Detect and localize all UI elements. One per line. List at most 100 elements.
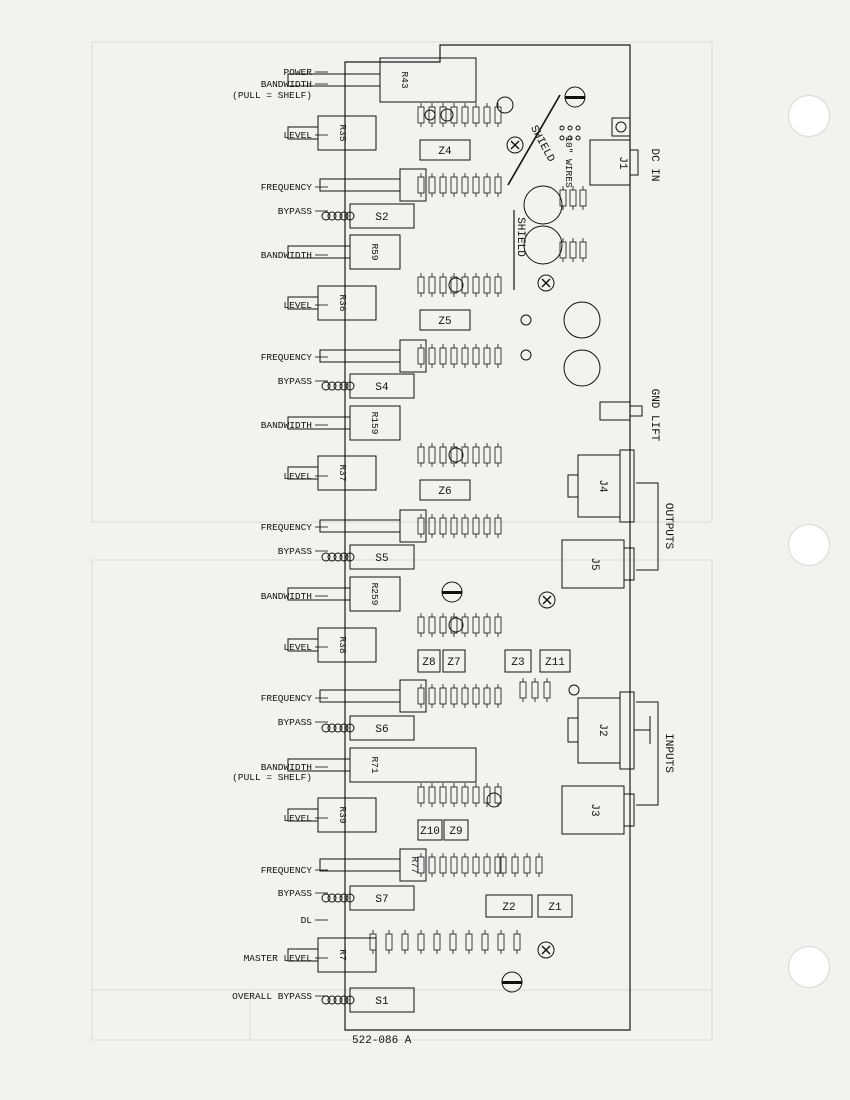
label-frequency-2: FREQUENCY xyxy=(261,352,313,363)
pot-r59 xyxy=(287,234,401,270)
pot-r159 xyxy=(287,405,401,441)
ic-label-z4: Z4 xyxy=(438,146,452,158)
ic-label-z3: Z3 xyxy=(511,657,524,669)
label-master-level: MASTER LEVEL xyxy=(244,953,313,964)
frequency-pot-4 xyxy=(319,679,427,713)
screw-terminal xyxy=(611,117,631,137)
ic-label-z10: Z10 xyxy=(420,826,440,838)
electrolytic-cap-3 xyxy=(563,301,601,339)
pot-label-r35: R35 xyxy=(337,124,348,141)
pot-label-r38: R38 xyxy=(337,636,348,653)
ic-z8 xyxy=(417,649,441,673)
ic-z3 xyxy=(504,649,532,673)
electrolytic-cap-2 xyxy=(523,225,563,265)
switch-label-s5: S5 xyxy=(375,553,388,565)
potentiometers xyxy=(287,57,477,973)
label-outputs: OUTPUTS xyxy=(662,503,674,550)
switch-label-s2: S2 xyxy=(375,212,388,224)
pot-r38 xyxy=(287,627,377,663)
label-dc-in: DC IN xyxy=(648,148,660,181)
binder-hole-middle xyxy=(788,524,830,566)
jack-j4 xyxy=(567,449,635,523)
pot-label-r159: R159 xyxy=(369,412,380,435)
ic-z6 xyxy=(419,479,471,501)
label-level-5: LEVEL xyxy=(283,813,312,824)
integrated-circuits xyxy=(417,139,573,918)
label-wires: 10" WIRES xyxy=(563,136,574,188)
small-cap-4 xyxy=(448,447,464,463)
ic-label-z6: Z6 xyxy=(438,486,451,498)
switch-s7 xyxy=(321,885,415,911)
switch-s5 xyxy=(321,544,415,570)
pot-r71 xyxy=(287,747,477,783)
small-cap-5 xyxy=(448,617,464,633)
label-pull-shelf-top: (PULL = SHELF) xyxy=(232,90,312,101)
pot-label-r37: R37 xyxy=(337,464,348,481)
small-cap-1 xyxy=(496,96,514,114)
pot-label-r7: R7 xyxy=(337,949,348,960)
label-level-2: LEVEL xyxy=(283,300,312,311)
ic-z11 xyxy=(539,649,571,673)
pot-label-r43: R43 xyxy=(399,71,410,88)
label-bypass-1: BYPASS xyxy=(278,206,313,217)
pot-r259 xyxy=(287,576,401,612)
ic-z2 xyxy=(485,894,533,918)
frequency-pot-3 xyxy=(319,509,427,543)
text-labels: R43R35R59R36R159R37R259R38R71R39R7R77S2S… xyxy=(232,67,674,1047)
mounting-hole-3 xyxy=(538,591,556,609)
bleed-through-ghost xyxy=(91,41,713,1041)
label-bandwidth-1: BANDWIDTH xyxy=(261,250,312,261)
mounting-hole-4 xyxy=(537,941,555,959)
switch-label-s7: S7 xyxy=(375,894,388,906)
small-cap-3 xyxy=(448,277,464,293)
label-level-3: LEVEL xyxy=(283,471,312,482)
pot-r37 xyxy=(287,455,377,491)
label-level-4: LEVEL xyxy=(283,642,312,653)
jack-label-j2: J2 xyxy=(596,723,608,736)
mounting-hole-1 xyxy=(506,136,524,154)
switch-s1 xyxy=(321,987,415,1013)
ic-label-z1: Z1 xyxy=(548,902,562,914)
binder-hole-bottom xyxy=(788,946,830,988)
small-cap-6 xyxy=(486,792,502,808)
small-cap-10 xyxy=(424,109,436,121)
label-frequency-4: FREQUENCY xyxy=(261,693,313,704)
ic-label-z8: Z8 xyxy=(422,657,435,669)
label-bandwidth-3: BANDWIDTH xyxy=(261,591,312,602)
label-frequency-5: FREQUENCY xyxy=(261,865,313,876)
ic-z10 xyxy=(417,819,443,841)
electrolytic-cap-1 xyxy=(523,185,563,225)
label-level-1: LEVEL xyxy=(283,130,312,141)
jack-j5 xyxy=(561,539,635,589)
small-components xyxy=(369,103,587,954)
pot-label-r71: R71 xyxy=(369,756,380,773)
ic-z7 xyxy=(442,649,466,673)
label-bypass-2: BYPASS xyxy=(278,376,313,387)
label-power: POWER xyxy=(283,67,312,78)
jack-j2 xyxy=(567,691,651,770)
pot-label-r77: R77 xyxy=(409,856,420,873)
label-bypass-4: BYPASS xyxy=(278,717,313,728)
frequency-pot-1 xyxy=(319,168,427,202)
mounting-hardware xyxy=(506,117,631,959)
jack-j1 xyxy=(589,139,639,186)
label-bandwidth-bottom: BANDWIDTH xyxy=(261,762,312,773)
jack-j3 xyxy=(561,785,635,835)
pot-r36 xyxy=(287,285,377,321)
board-id: 522-086 A xyxy=(352,1035,412,1047)
ic-label-z2: Z2 xyxy=(502,902,515,914)
ic-label-z7: Z7 xyxy=(447,657,460,669)
switch-s4 xyxy=(321,373,415,399)
jack-label-j5: J5 xyxy=(588,557,600,570)
ic-z1 xyxy=(537,894,573,918)
small-cap-8 xyxy=(520,349,532,361)
label-bandwidth-top: BANDWIDTH xyxy=(261,79,312,90)
jack-label-j4: J4 xyxy=(596,479,608,493)
label-shield-left: SHIELD xyxy=(514,217,526,257)
ic-z9 xyxy=(443,819,469,841)
pot-r77 xyxy=(319,848,427,882)
label-bandwidth-2: BANDWIDTH xyxy=(261,420,312,431)
small-cap-7 xyxy=(520,314,532,326)
